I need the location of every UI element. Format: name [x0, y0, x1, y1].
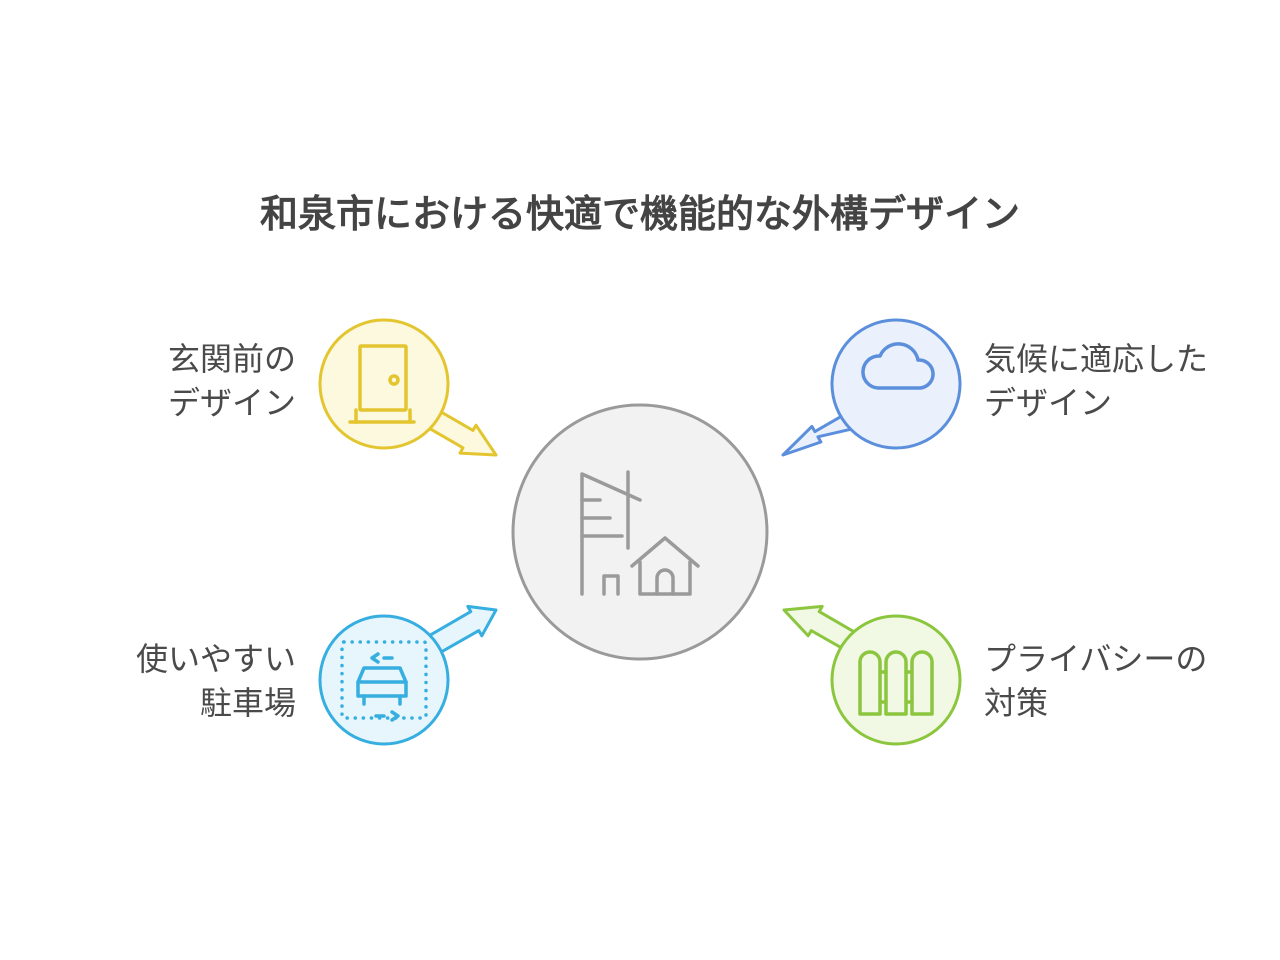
- label-privacy-line1: プライバシーの: [984, 640, 1207, 678]
- center-node: [511, 403, 769, 661]
- arrow-entrance: [423, 407, 498, 457]
- door-icon: [348, 344, 416, 424]
- label-parking-line2: 駐車場: [200, 684, 296, 722]
- label-climate-line1: 気候に適応した: [984, 340, 1208, 378]
- label-parking-line1: 使いやすい: [136, 640, 296, 678]
- center-circle: [511, 403, 769, 661]
- cloud-icon: [861, 342, 935, 390]
- circle-parking: [318, 614, 450, 746]
- label-climate-line2: デザイン: [984, 384, 1112, 422]
- diagram-title: 和泉市における快適で機能的な外構デザイン: [260, 192, 1020, 236]
- buildings-house-icon: [580, 470, 700, 596]
- fence-icon: [858, 650, 934, 716]
- node-climate: [781, 318, 962, 457]
- circle-entrance: [318, 318, 450, 450]
- node-entrance: [318, 318, 498, 457]
- circle-privacy: [830, 614, 962, 746]
- label-privacy-line2: 対策: [984, 684, 1048, 722]
- label-entrance-line2: デザイン: [168, 384, 296, 422]
- car-parking-icon: [340, 640, 428, 722]
- label-entrance-line1: 玄関前の: [168, 340, 296, 378]
- circle-climate: [830, 318, 962, 450]
- node-parking: [318, 604, 498, 746]
- node-privacy: [782, 604, 962, 746]
